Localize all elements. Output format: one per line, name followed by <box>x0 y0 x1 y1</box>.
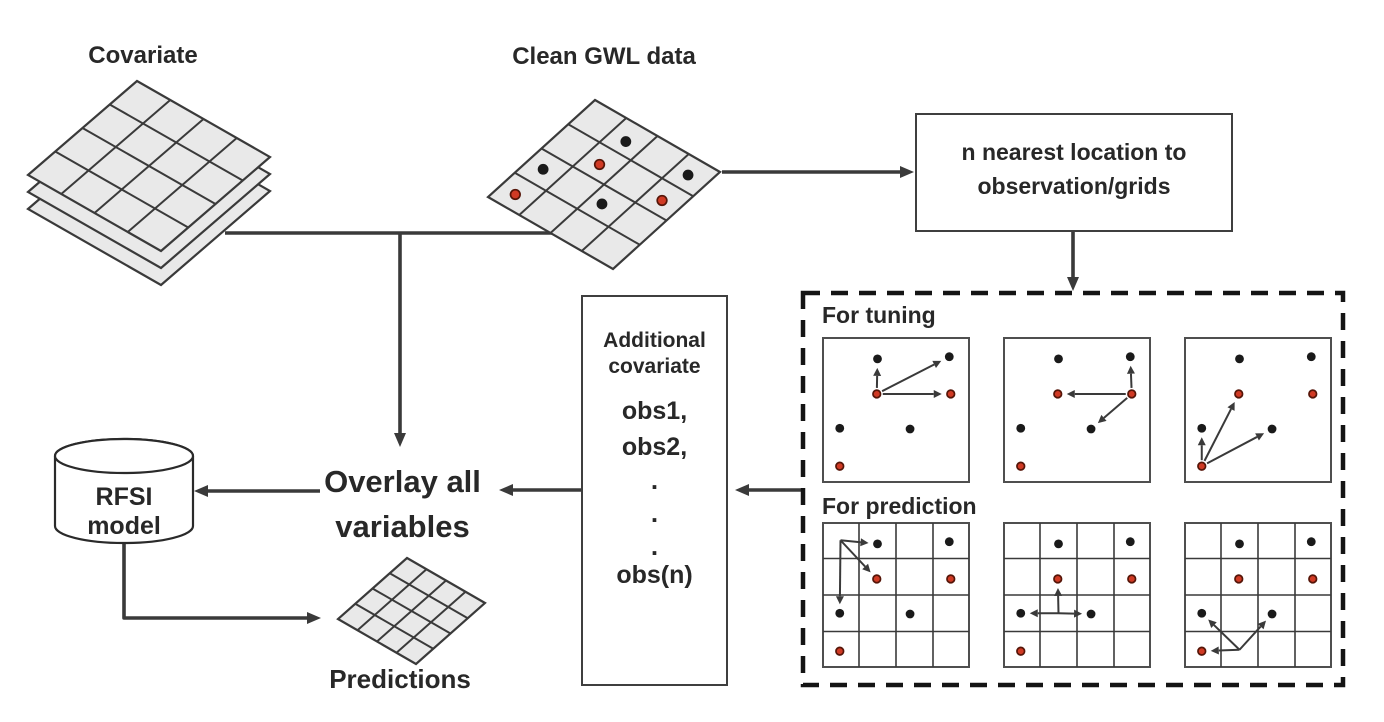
prediction-plot-3 <box>1184 522 1332 668</box>
overlay-line-1: Overlay all <box>324 464 481 499</box>
obs2-label: obs2, <box>621 433 688 461</box>
overlay-line-2: variables <box>335 509 470 544</box>
obs1-label: obs1, <box>621 397 688 425</box>
dashed-region-border <box>800 290 1346 688</box>
n-nearest-line-1: n nearest location to <box>961 139 1187 165</box>
ellipsis-dot-1: . <box>650 465 659 495</box>
additional-covariate-title-2: covariate <box>608 355 701 378</box>
tuning-plot-3 <box>1184 337 1332 483</box>
tuning-plot-2 <box>1003 337 1151 483</box>
prediction-plot-2 <box>1003 522 1151 668</box>
ellipsis-dot-3: . <box>650 531 659 561</box>
n-nearest-box: n nearest location to observation/grids <box>915 113 1233 232</box>
clean-gwl-grid-icon <box>486 98 722 271</box>
covariate-label: Covariate <box>88 42 198 69</box>
arrow-rfsi-to-predictions <box>122 543 321 624</box>
rfsi-model-label: RFSI model <box>55 483 193 541</box>
connector-lines <box>122 166 1079 624</box>
predictions-label: Predictions <box>329 664 471 694</box>
additional-covariate-box: Additional covariate obs1, obs2, . . . o… <box>581 295 728 686</box>
for-prediction-label: For prediction <box>822 493 977 519</box>
for-tuning-label: For tuning <box>822 302 936 328</box>
predictions-grid-icon <box>336 556 487 666</box>
covariate-layers-icon <box>26 79 272 287</box>
rfsi-line-1: RFSI <box>95 483 153 511</box>
clean-gwl-label: Clean GWL data <box>512 43 696 70</box>
prediction-plot-1 <box>822 522 970 668</box>
rfsi-model-cylinder <box>53 437 195 545</box>
n-nearest-line-2: observation/grids <box>977 173 1171 199</box>
overlay-all-variables-label: Overlay all variables <box>305 459 500 549</box>
tuning-plot-1 <box>822 337 970 483</box>
ellipsis-dot-2: . <box>650 498 659 528</box>
additional-covariate-title-1: Additional <box>603 329 706 352</box>
obs-n-label: obs(n) <box>616 561 693 589</box>
rfsi-line-2: model <box>87 512 161 540</box>
